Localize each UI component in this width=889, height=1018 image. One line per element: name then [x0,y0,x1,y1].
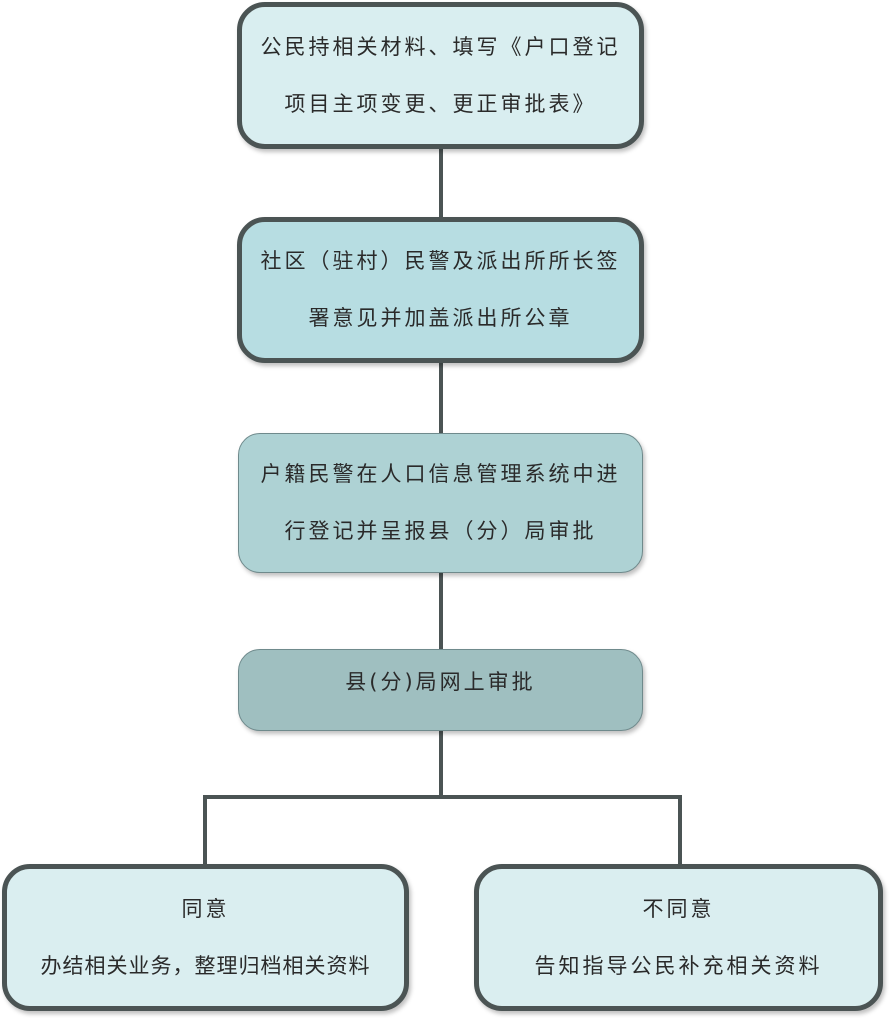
branch-horizontal [203,795,682,799]
outcome-approve-text: 办结相关业务，整理归档相关资料 [40,953,371,978]
step-4-online-approval: 县(分)局网上审批 [238,649,643,731]
step-3-register-system: 户籍民警在人口信息管理系统中进 行登记并呈报县（分）局审批 [238,433,643,573]
step-2-line-2: 署意见并加盖派出所公章 [308,306,573,330]
connector-2-3 [439,362,443,434]
step-2-police-sign: 社区（驻村）民警及派出所所长签 署意见并加盖派出所公章 [237,217,644,363]
branch-left [203,795,207,867]
outcome-reject-text: 告知指导公民补充相关资料 [534,953,823,978]
connector-1-2 [439,148,443,220]
outcome-approve: 同意 办结相关业务，整理归档相关资料 [2,864,409,1011]
step-3-line-2: 行登记并呈报县（分）局审批 [284,519,597,543]
connector-4-branch [439,730,443,798]
step-4-line-1: 县(分)局网上审批 [345,670,536,694]
step-1-line-1: 公民持相关材料、填写《户口登记 [260,34,621,59]
step-2-line-1: 社区（驻村）民警及派出所所长签 [260,249,621,273]
step-1-line-2: 项目主项变更、更正审批表》 [284,91,597,116]
outcome-reject-title: 不同意 [642,896,715,921]
branch-right [678,795,682,867]
step-3-line-1: 户籍民警在人口信息管理系统中进 [260,462,621,486]
connector-3-4 [439,572,443,650]
outcome-reject: 不同意 告知指导公民补充相关资料 [474,864,883,1011]
step-1-submit-form: 公民持相关材料、填写《户口登记 项目主项变更、更正审批表》 [237,2,644,149]
outcome-approve-title: 同意 [181,896,230,921]
